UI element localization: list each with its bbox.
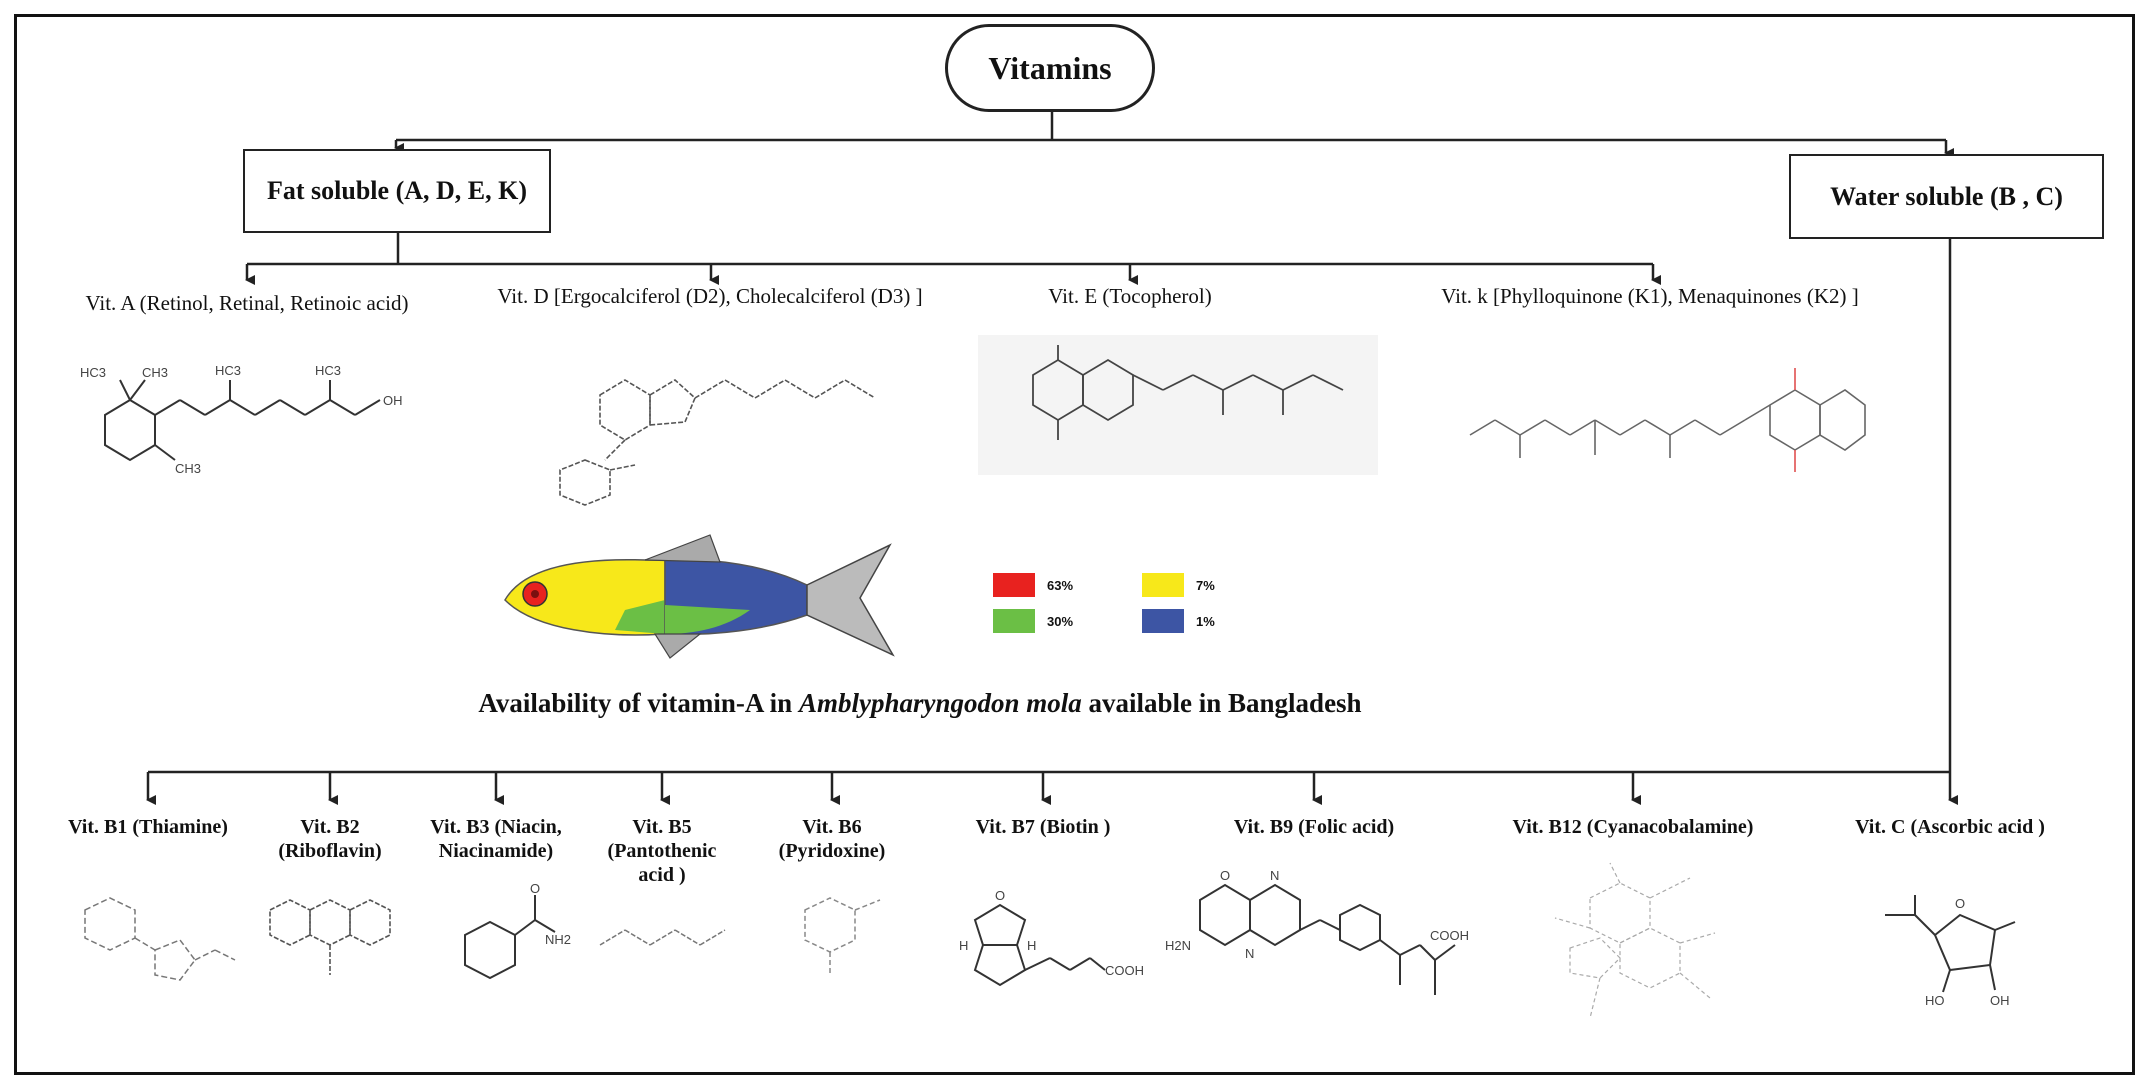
vit-b9-atom-2: H2N: [1165, 938, 1191, 953]
vit-c-atom-2: HO: [1925, 993, 1945, 1008]
diagram-frame: [14, 14, 2135, 1075]
vit-b6-structure: [804, 897, 881, 975]
caption-text-before: Availability of vitamin-A in: [478, 688, 799, 718]
legend-swatch-red: [993, 573, 1035, 597]
vit-b9-atom-3: N: [1245, 946, 1254, 961]
vit-b7-atom-1: H: [959, 938, 968, 953]
legend-swatch-green: [993, 609, 1035, 633]
caption-species: Amblypharyngodon mola: [798, 688, 1082, 718]
legend-value-2: 30%: [1047, 613, 1074, 629]
fish-illustration: [504, 534, 895, 659]
vit-b6-label: Vit. B6 (Pyridoxine): [778, 816, 886, 862]
fish-caption: Availability of vitamin-A in Amblypharyn…: [420, 688, 1420, 719]
vit-b7-structure: O H H COOH: [959, 888, 1144, 987]
vit-a-atom-1: CH3: [142, 365, 168, 380]
legend-swatch-yellow: [1142, 573, 1184, 597]
vit-k-label: Vit. k [Phylloquinone (K1), Menaquinones…: [1441, 284, 1859, 308]
vit-b7-atom-2: H: [1027, 938, 1036, 953]
vit-b3-atom-1: NH2: [545, 932, 571, 947]
vit-a-atom-2: HC3: [215, 363, 241, 378]
vit-a-label: Vit. A (Retinol, Retinal, Retinoic acid): [85, 291, 409, 315]
vit-a-atom-3: HC3: [315, 363, 341, 378]
caption-text-after: available in Bangladesh: [1081, 688, 1362, 718]
vit-b9-atom-1: N: [1270, 868, 1279, 883]
vit-c-atom-1: OH: [1990, 993, 2010, 1008]
vit-b9-label: Vit. B9 (Folic acid): [1233, 816, 1395, 838]
vit-e-label: Vit. E (Tocopherol): [1048, 284, 1212, 308]
vit-c-structure: O OH HO: [1885, 895, 2016, 1008]
legend-item-0: 63%: [993, 573, 1073, 597]
legend-swatch-blue: [1142, 609, 1184, 633]
vit-b7-atom-0: O: [995, 888, 1005, 903]
vit-k-structure: [1469, 368, 1866, 472]
vit-b12-label: Vit. B12 (Cyanacobalamine): [1512, 816, 1754, 838]
legend-item-1: 7%: [1142, 573, 1215, 597]
fat-soluble-node: Fat soluble (A, D, E, K): [243, 149, 551, 233]
vit-d-label: Vit. D [Ergocalciferol (D2), Cholecalcif…: [497, 284, 923, 308]
legend-item-3: 1%: [1142, 609, 1215, 633]
vit-b2-label: Vit. B2 (Riboflavin): [278, 816, 382, 862]
vit-a-atom-5: OH: [383, 393, 403, 408]
vit-b9-atom-4: COOH: [1430, 928, 1469, 943]
vit-b3-label: Vit. B3 (Niacin, Niacinamide): [430, 816, 562, 862]
legend-item-2: 30%: [993, 609, 1073, 633]
water-soluble-node: Water soluble (B , C): [1789, 154, 2104, 239]
root-node-vitamins: Vitamins: [945, 24, 1155, 112]
vit-c-label: Vit. C (Ascorbic acid ): [1855, 816, 2045, 838]
vit-a-atom-0: HC3: [80, 365, 106, 380]
vit-b2-structure: [269, 899, 391, 975]
vit-b1-structure: [84, 897, 236, 981]
legend-value-0: 63%: [1047, 577, 1074, 593]
vit-b7-label: Vit. B7 (Biotin ): [975, 816, 1111, 838]
vit-b12-structure: [1554, 862, 1716, 1019]
vit-b9-structure: O N H2N N COOH: [1165, 868, 1469, 995]
vit-b5-structure: [599, 929, 726, 946]
vit-c-atom-0: O: [1955, 896, 1965, 911]
vit-b1-label: Vit. B1 (Thiamine): [68, 816, 228, 838]
vit-b9-atom-0: O: [1220, 868, 1230, 883]
legend-value-1: 7%: [1196, 577, 1215, 593]
legend-value-3: 1%: [1196, 613, 1215, 629]
vit-d-structure: [559, 379, 876, 506]
vit-b3-atom-0: O: [530, 881, 540, 896]
vit-b7-atom-3: COOH: [1105, 963, 1144, 978]
vit-e-structure: [978, 335, 1378, 475]
vit-a-atom-4: CH3: [175, 461, 201, 476]
vit-b5-label: Vit. B5 (Pantothenic acid ): [607, 816, 717, 886]
vit-b3-structure: O NH2: [464, 881, 571, 980]
vit-a-structure: HC3 CH3 HC3 HC3 CH3 OH: [80, 363, 403, 476]
